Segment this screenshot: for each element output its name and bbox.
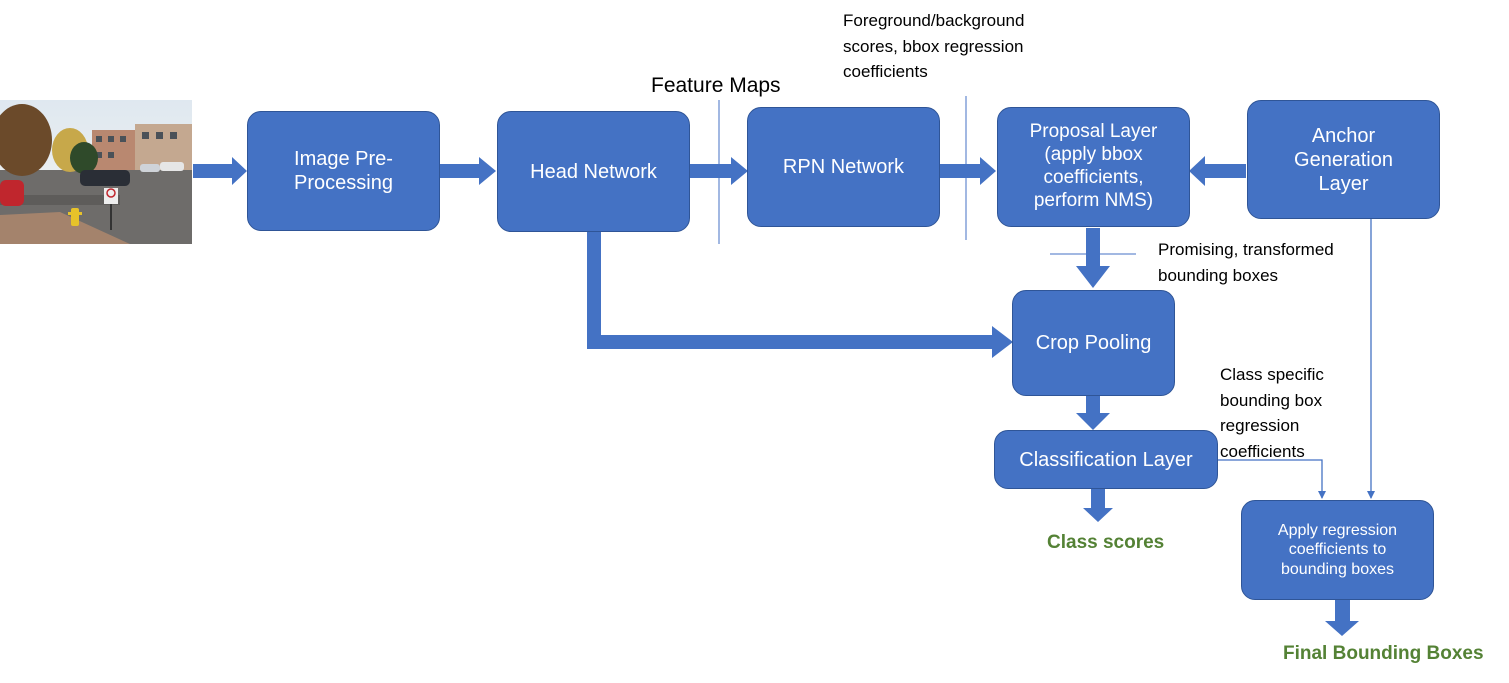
proposal-layer-box: Proposal Layer (apply bbox coefficients,… [997,107,1190,227]
thin-arrow-classification-to-apply [1218,459,1326,499]
final-bounding-boxes-output: Final Bounding Boxes [1283,643,1484,664]
anchor-generation-box: Anchor Generation Layer [1247,100,1440,219]
class-scores-output: Class scores [1047,532,1165,553]
rpn-outputs-label: Foreground/background scores, bbox regre… [843,11,1025,81]
arrow-proposal-to-crop [1076,228,1110,288]
classification-layer-box: Classification Layer [994,430,1218,489]
class-specific-label: Class specific bounding box regression c… [1220,365,1324,461]
arrow-rpn-to-proposal [940,157,996,185]
arrow-apply-to-final-boxes [1325,599,1359,636]
arrow-crop-to-classification [1076,395,1110,430]
crop-pooling-box: Crop Pooling [1012,290,1175,396]
apply-regression-box: Apply regression coefficients to boundin… [1241,500,1434,600]
arrow-head-to-rpn [690,157,748,185]
preprocessing-box: Image Pre- Processing [247,111,440,231]
input-street-image [0,100,192,244]
arrow-preprocessing-to-head [440,157,496,185]
promising-boxes-label: Promising, transformed bounding boxes [1158,240,1334,285]
head-network-box: Head Network [497,111,690,232]
arrow-classification-to-class-scores [1083,488,1113,522]
arrow-anchor-to-proposal [1189,156,1246,186]
arrow-head-to-crop [587,232,1013,358]
feature-maps-label: Feature Maps [651,74,781,97]
arrow-image-to-preprocessing [193,157,247,185]
rpn-network-box: RPN Network [747,107,940,227]
